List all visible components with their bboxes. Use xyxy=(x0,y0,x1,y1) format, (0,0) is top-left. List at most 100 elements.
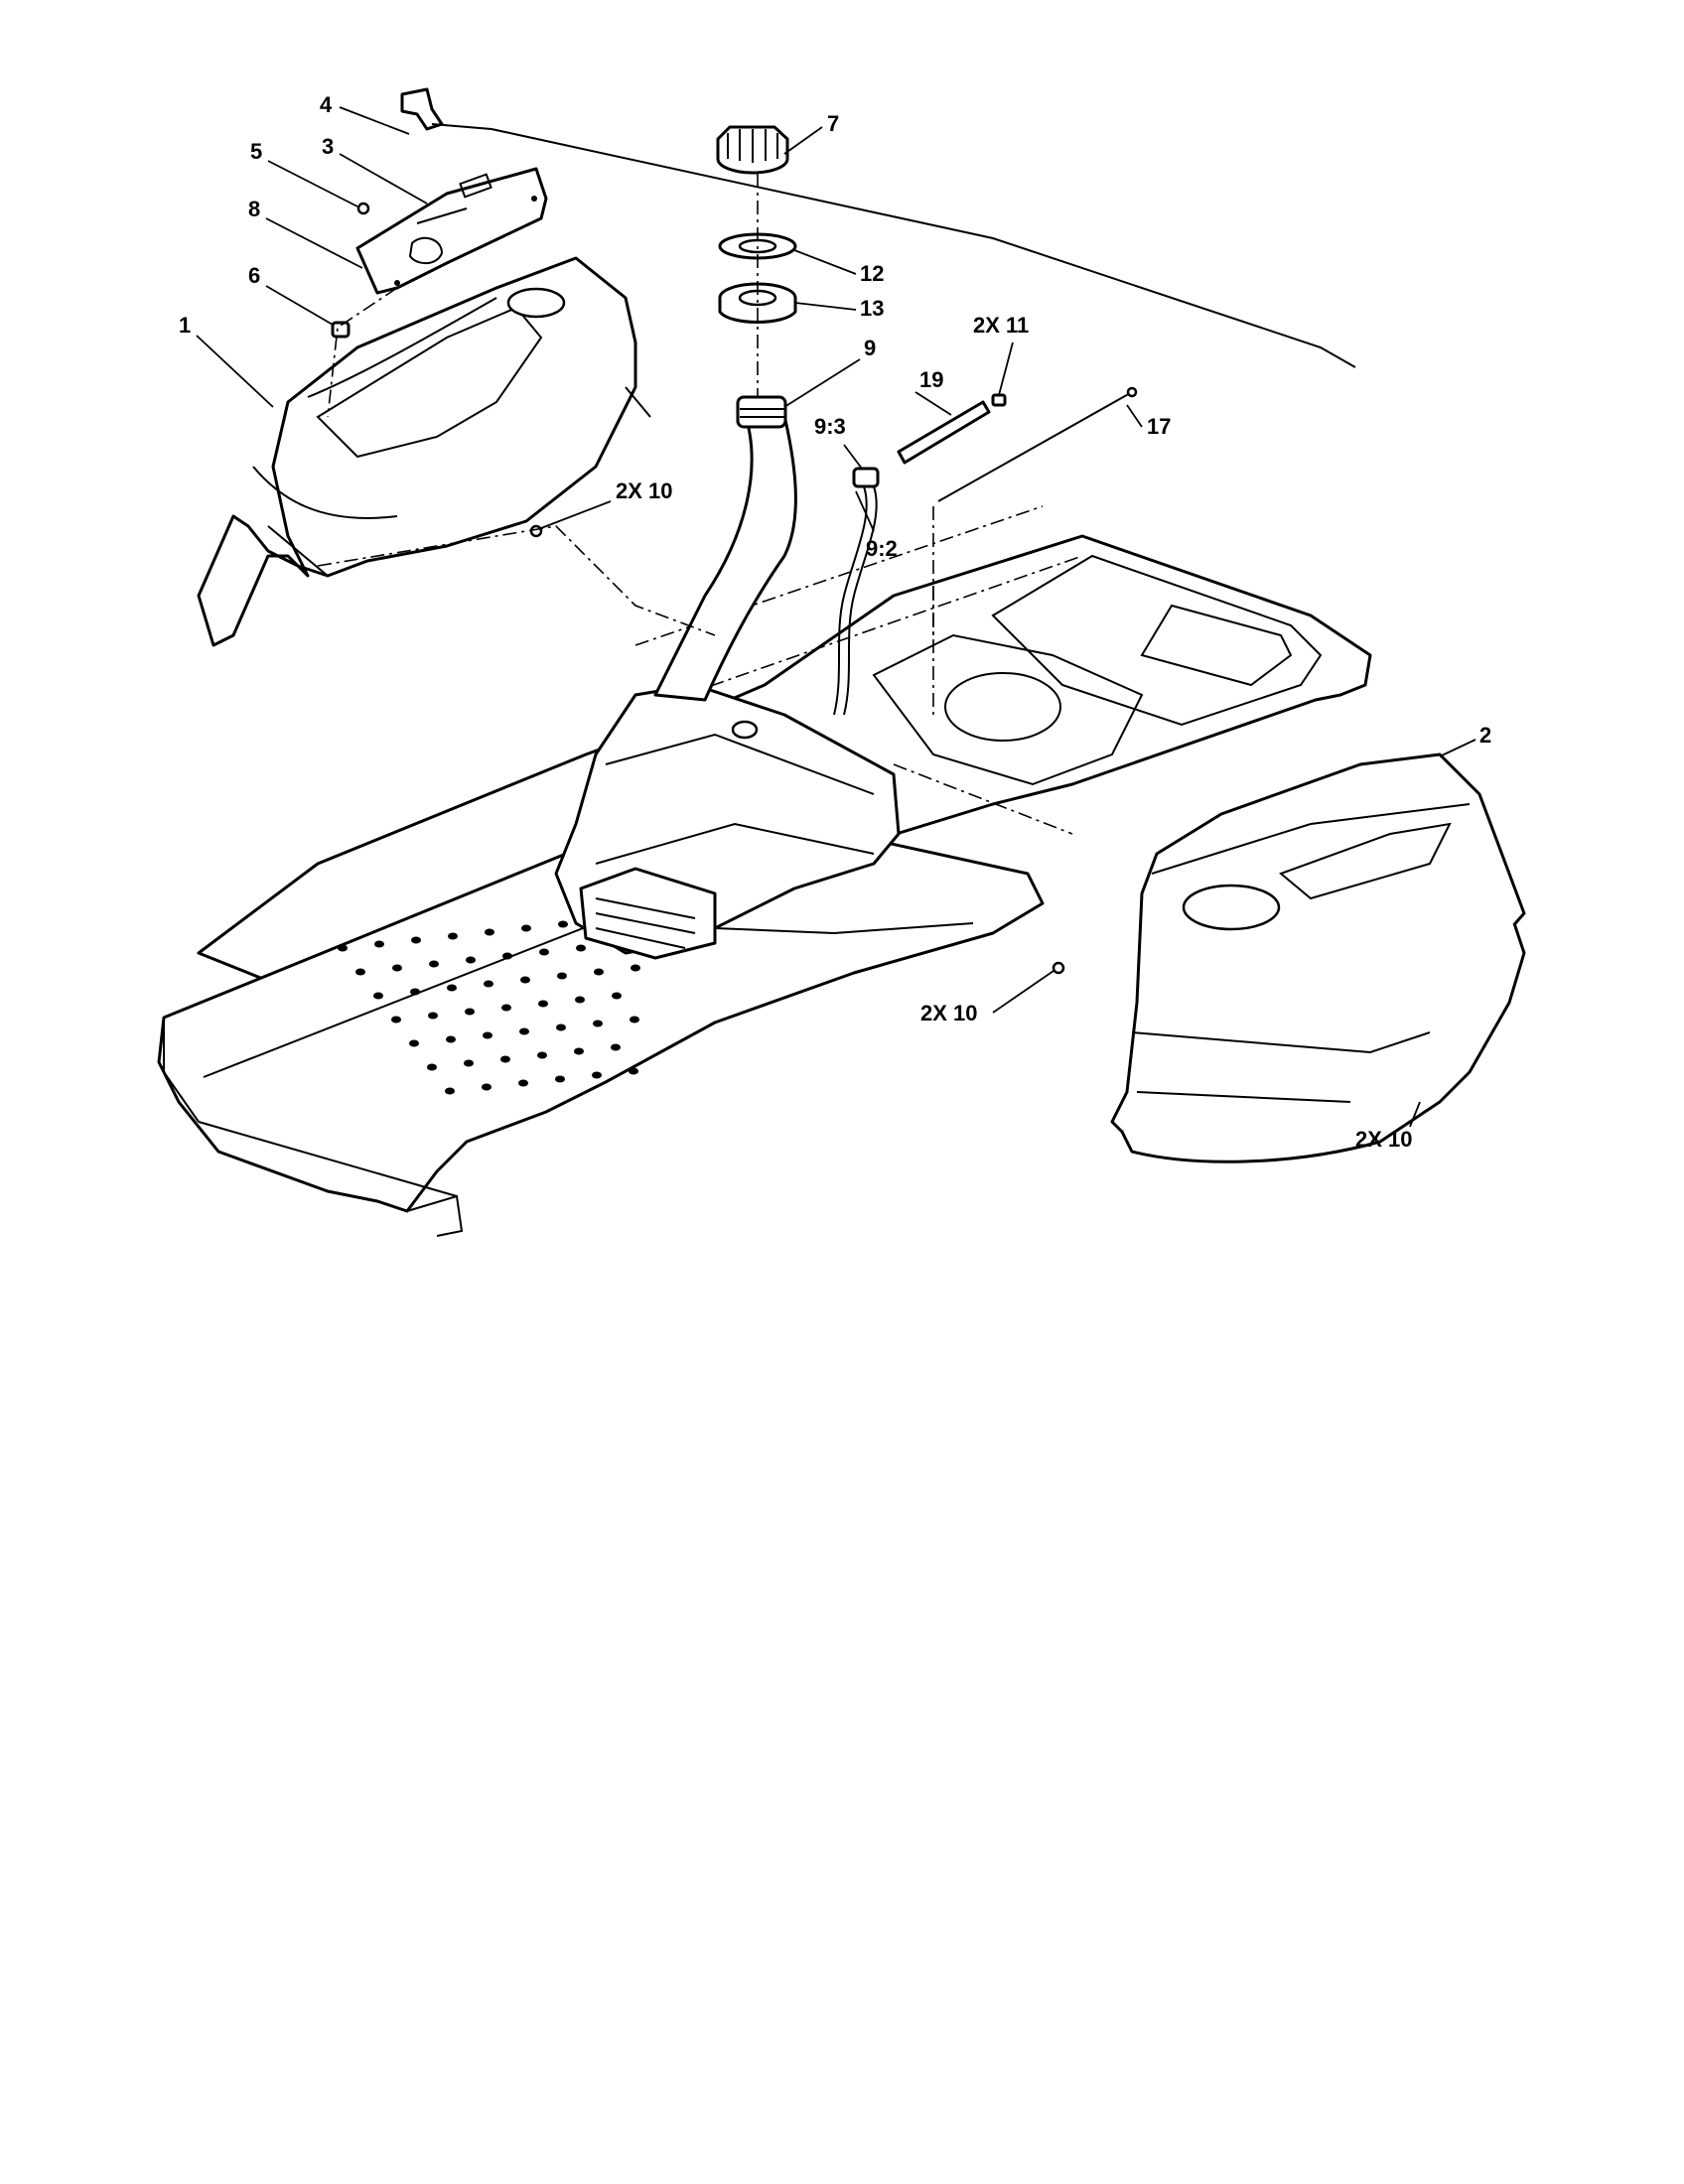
callout-2: 2 xyxy=(1479,723,1491,748)
leader-13 xyxy=(794,302,857,311)
gasket-13 xyxy=(718,282,797,324)
floor-hole xyxy=(575,996,585,1004)
spring-19 xyxy=(897,400,991,465)
floor-hole xyxy=(338,944,348,952)
floor-hole xyxy=(429,960,439,968)
floor-hole xyxy=(445,1087,455,1095)
floor-pan xyxy=(157,812,1045,1237)
callout-8: 8 xyxy=(248,197,260,221)
callout-2x10-c: 2X 10 xyxy=(1355,1127,1413,1152)
floor-hole xyxy=(448,932,458,940)
leader-9-2 xyxy=(855,490,875,532)
fuel-cap xyxy=(716,125,789,175)
leader-9 xyxy=(783,358,861,408)
callout-3: 3 xyxy=(322,134,334,159)
floor-hole xyxy=(410,988,420,996)
floor-hole xyxy=(611,1043,621,1051)
floor-hole xyxy=(518,1079,528,1087)
floor-hole xyxy=(482,1083,491,1091)
floor-hole xyxy=(409,1039,419,1047)
throttle-lever xyxy=(400,87,492,131)
floor-hole xyxy=(483,1031,492,1039)
floor-hole xyxy=(538,1000,548,1008)
control-cable xyxy=(491,128,1356,368)
floor-hole xyxy=(520,976,530,984)
floor-hole xyxy=(612,992,622,1000)
floor-hole xyxy=(447,984,457,992)
floor-hole xyxy=(556,1024,566,1031)
callout-17: 17 xyxy=(1147,414,1171,439)
leader-6 xyxy=(265,285,334,326)
floor-hole xyxy=(631,964,640,972)
leader-9-3 xyxy=(843,444,863,470)
floor-hole xyxy=(576,944,586,952)
leader-2x10-c xyxy=(1409,1101,1421,1128)
floor-hole xyxy=(427,1063,437,1071)
callout-12: 12 xyxy=(860,261,884,286)
nut-11 xyxy=(991,393,1007,407)
leader-3 xyxy=(339,153,428,205)
leader-1 xyxy=(196,335,274,408)
callout-6: 6 xyxy=(248,263,260,288)
assembly-axis-left xyxy=(317,525,716,636)
fuel-hose-outline xyxy=(843,485,878,716)
screw-10b xyxy=(1052,961,1065,975)
floor-hole xyxy=(630,1016,639,1024)
callout-13: 13 xyxy=(860,296,884,321)
leader-2 xyxy=(1439,739,1476,757)
filler-neck xyxy=(653,395,797,702)
callout-labels: 4 3 5 8 6 1 7 12 13 9 2X 11 19 17 9:3 9:… xyxy=(179,92,1491,1152)
rod-17-end xyxy=(1126,386,1138,398)
floor-hole xyxy=(464,1059,474,1067)
fuel-tank xyxy=(554,683,901,960)
floor-hole xyxy=(428,1012,438,1020)
callout-19: 19 xyxy=(919,367,943,392)
callout-2x11: 2X 11 xyxy=(973,313,1029,338)
floor-hole xyxy=(374,940,384,948)
floor-hole xyxy=(485,928,494,936)
callout-4: 4 xyxy=(320,92,333,117)
floor-hole xyxy=(373,992,383,1000)
callout-7: 7 xyxy=(827,111,839,136)
floor-hole xyxy=(446,1035,456,1043)
floor-hole xyxy=(594,968,604,976)
callout-1: 1 xyxy=(179,313,191,338)
floor-hole xyxy=(574,1047,584,1055)
floor-hole xyxy=(558,920,568,928)
leader-7 xyxy=(783,126,823,155)
control-panel xyxy=(355,167,548,295)
right-console xyxy=(1110,752,1526,1163)
floor-hole xyxy=(465,1008,475,1016)
leader-2x10-a xyxy=(540,500,612,529)
clip-6 xyxy=(331,321,351,339)
floor-hole xyxy=(629,1067,638,1075)
floor-hole xyxy=(355,968,365,976)
floor-hole xyxy=(411,936,421,944)
fuel-hose xyxy=(833,485,868,716)
floor-hole xyxy=(592,1071,602,1079)
leader-8 xyxy=(265,217,363,269)
floor-hole xyxy=(392,964,402,972)
floor-hole-grid xyxy=(338,916,640,1095)
callout-5: 5 xyxy=(250,139,262,164)
floor-hole xyxy=(466,956,476,964)
rod-17 xyxy=(937,391,1133,502)
floor-hole xyxy=(521,924,531,932)
floor-hole xyxy=(557,972,567,980)
leader-2x10-b xyxy=(992,970,1054,1014)
floor-hole xyxy=(391,1016,401,1024)
floor-hole xyxy=(519,1027,529,1035)
fuel-valve xyxy=(852,467,880,488)
callout-9: 9 xyxy=(864,336,876,360)
assembly-axis-right xyxy=(893,763,1073,835)
callout-9-3: 9:3 xyxy=(814,414,846,439)
floor-hole xyxy=(593,1020,603,1027)
left-console xyxy=(197,256,651,647)
callout-2x10-a: 2X 10 xyxy=(616,478,673,503)
leader-12 xyxy=(793,249,857,275)
floor-hole xyxy=(484,980,493,988)
callout-9-2: 9:2 xyxy=(866,536,898,561)
floor-hole xyxy=(539,948,549,956)
leader-5 xyxy=(267,160,358,207)
leader-19 xyxy=(914,391,952,416)
